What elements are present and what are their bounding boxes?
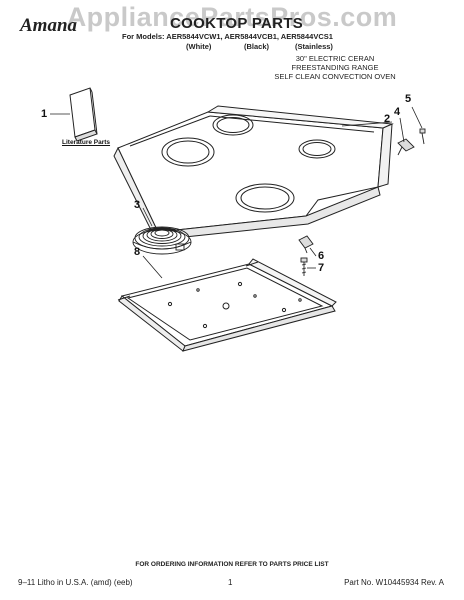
model-numbers: For Models: AER5844VCW1, AER5844VCB1, AE… bbox=[122, 32, 333, 41]
description-line-1: 30" ELECTRIC CERAN bbox=[295, 54, 375, 63]
cooktop-glass bbox=[113, 105, 394, 242]
callout-2: 2 bbox=[384, 113, 391, 125]
literature-parts-label: Literature Parts bbox=[62, 139, 111, 146]
description-line-3: SELF CLEAN CONVECTION OVEN bbox=[274, 72, 396, 81]
color-black: (Black) bbox=[244, 42, 270, 51]
callout-5: 5 bbox=[405, 93, 412, 105]
callout-4: 4 bbox=[394, 106, 401, 118]
page-title: COOKTOP PARTS bbox=[170, 15, 304, 32]
cooktop-frame bbox=[117, 258, 337, 352]
watermark: AppliancePartsPros.com bbox=[66, 2, 398, 32]
callout-7: 7 bbox=[318, 262, 325, 274]
color-white: (White) bbox=[186, 42, 212, 51]
color-stainless: (Stainless) bbox=[295, 42, 333, 51]
callout-8: 8 bbox=[134, 246, 141, 258]
callout-1: 1 bbox=[41, 108, 48, 120]
page-number: 1 bbox=[228, 578, 233, 587]
brand-logo: Amana bbox=[20, 15, 78, 36]
bracket-clip bbox=[298, 235, 314, 254]
callout-3: 3 bbox=[134, 199, 141, 211]
litho-info: 9–11 Litho in U.S.A. (amd) (eeb) bbox=[18, 578, 133, 587]
ordering-note: FOR ORDERING INFORMATION REFER TO PARTS … bbox=[135, 561, 329, 568]
mounting-bracket bbox=[397, 138, 415, 156]
callout-6: 6 bbox=[318, 250, 325, 262]
product-description: 30" ELECTRIC CERAN FREESTANDING RANGE SE… bbox=[250, 54, 420, 81]
description-line-2: FREESTANDING RANGE bbox=[291, 63, 379, 72]
leader-lines bbox=[50, 106, 423, 279]
bracket-screw bbox=[419, 128, 426, 145]
literature-booklet bbox=[69, 87, 98, 142]
burner-element bbox=[132, 226, 192, 255]
screw bbox=[300, 257, 308, 276]
part-number: Part No. W10445934 Rev. A bbox=[344, 578, 444, 587]
